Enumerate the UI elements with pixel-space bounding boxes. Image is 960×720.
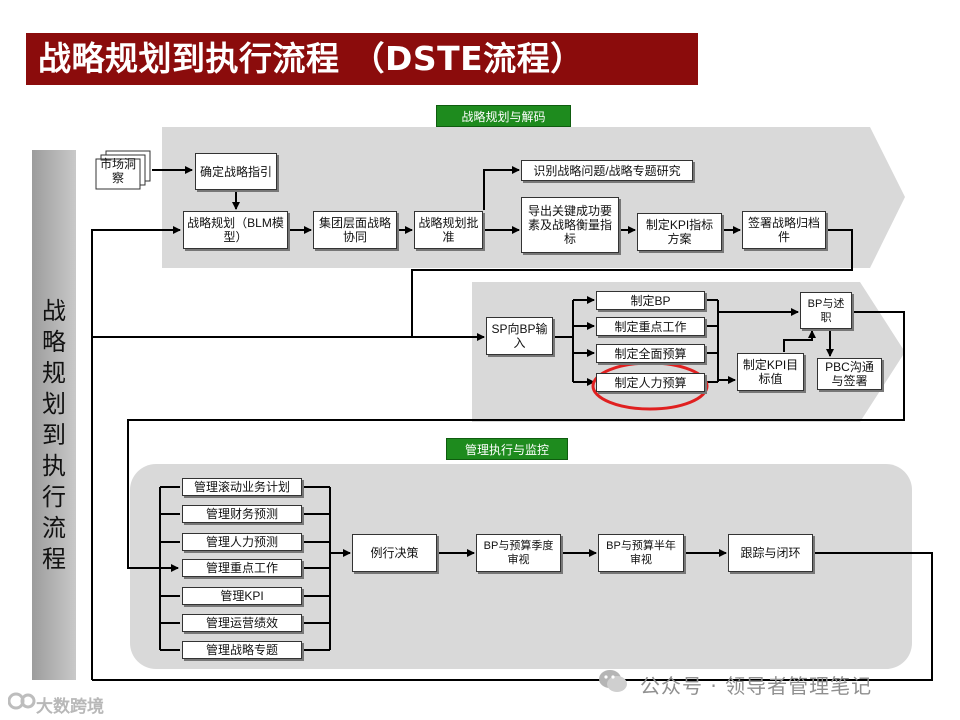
brand-logo-icon: [8, 692, 36, 710]
bp-report-box: BP与述职: [800, 292, 852, 329]
side-char: 行: [42, 483, 66, 511]
hr-budget-box: 制定人力预算: [596, 373, 705, 392]
side-char: 流: [42, 514, 66, 542]
market-insight-stack: [95, 150, 151, 190]
execution-section-tag: 管理执行与监控: [446, 438, 568, 460]
exec-item-strategy-topics: 管理战略专题: [182, 641, 302, 659]
plan-approval-box: 战略规划批准: [414, 211, 483, 249]
exec-item-finance-forecast: 管理财务预测: [182, 505, 302, 523]
sign-archive-box: 签署战略归档件: [742, 211, 826, 249]
planning-section-tag: 战略规划与解码: [436, 105, 571, 127]
routine-decision-box: 例行决策: [352, 534, 437, 572]
strategy-direction-box: 确定战略指引: [195, 153, 277, 190]
wechat-icon: [599, 670, 627, 692]
blm-planning-box: 战略规划（BLM模型）: [183, 211, 288, 249]
full-budget-box: 制定全面预算: [596, 344, 705, 363]
side-char: 到: [42, 421, 66, 449]
exec-item-rolling-plan: 管理滚动业务计划: [182, 478, 302, 496]
planning-connectors: [152, 166, 853, 337]
page-title: 战略规划到执行流程 （DSTE流程）: [26, 33, 698, 85]
exec-item-ops-performance: 管理运营绩效: [182, 614, 302, 632]
halfyear-review-box: BP与预算半年审视: [598, 534, 684, 572]
kpi-target-box: 制定KPI目标值: [737, 353, 804, 391]
side-char: 规: [42, 359, 66, 387]
derive-factors-box: 导出关键成功要素及战略衡量指标: [521, 197, 619, 253]
market-insight-label: 市场洞察: [99, 157, 136, 185]
side-char: 执: [42, 452, 66, 480]
side-char: 划: [42, 390, 66, 418]
make-bp-box: 制定BP: [596, 291, 705, 310]
bp-connectors: [91, 226, 905, 680]
side-char: 略: [42, 328, 66, 356]
side-label: 战 略 规 划 到 执 行 流 程: [32, 296, 76, 575]
pbc-box: PBC沟通与签署: [817, 358, 882, 390]
quarterly-review-box: BP与预算季度审视: [476, 534, 561, 572]
strategic-issues-box: 识别战略问题/战略专题研究: [521, 160, 693, 181]
side-bar: [32, 150, 76, 680]
key-work-box: 制定重点工作: [596, 317, 705, 336]
highlight-circle: [591, 361, 709, 411]
tracking-loop-box: 跟踪与闭环: [728, 534, 813, 572]
wechat-watermark: 公众号 · 领导者管理笔记: [640, 674, 873, 698]
group-synergy-box: 集团层面战略协同: [313, 211, 397, 249]
side-char: 程: [42, 545, 66, 573]
exec-item-hr-forecast: 管理人力预测: [182, 533, 302, 551]
execution-connectors: [92, 486, 933, 681]
sp-to-bp-box: SP向BP输入: [486, 317, 553, 355]
exec-item-key-work: 管理重点工作: [182, 559, 302, 577]
kpi-plan-box: 制定KPI指标方案: [637, 213, 722, 251]
brand-logo-text: 大数跨境: [36, 697, 104, 717]
exec-item-kpi: 管理KPI: [182, 587, 302, 605]
side-char: 战: [42, 297, 66, 325]
